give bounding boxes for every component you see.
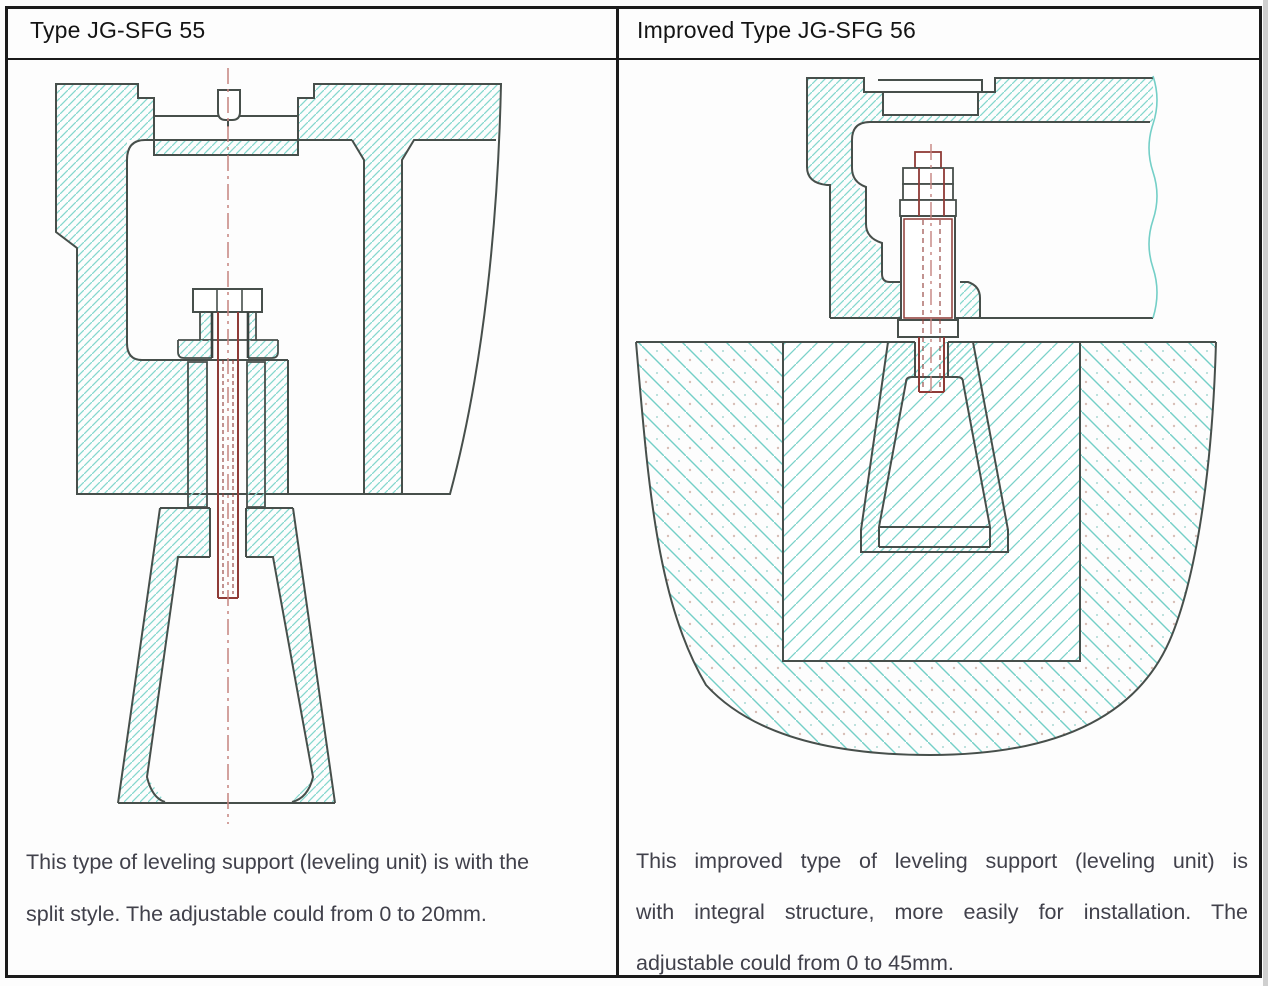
cad-section-55	[55, 68, 503, 824]
drawing-split-type	[4, 58, 614, 833]
description-type-56: This improved type of leveling support (…	[636, 836, 1248, 986]
machine-base-improved	[806, 75, 1158, 319]
threaded-stud	[217, 312, 239, 599]
drawing-integral-type	[620, 60, 1260, 835]
stud-top	[914, 151, 942, 169]
description-line: split style. The adjustable could from 0…	[26, 902, 487, 926]
base-outline-improved	[806, 77, 1153, 319]
adjusting-bolt-assembly	[177, 288, 279, 599]
description-line: This type of leveling support (leveling …	[26, 850, 530, 874]
header-row-divider	[5, 58, 1259, 60]
foot-outline	[117, 507, 336, 804]
header-type-55: Type JG-SFG 55	[30, 17, 206, 43]
column-divider	[616, 6, 619, 978]
scan-edge	[1263, 0, 1268, 986]
table-border	[5, 6, 1262, 978]
top-plug	[217, 89, 241, 127]
cad-section-56	[635, 75, 1217, 757]
washer	[899, 199, 957, 217]
leveling-foot	[117, 507, 336, 804]
base-outline	[55, 83, 503, 495]
description-line: with integral structure, more easily for…	[636, 900, 1248, 924]
sleeve-flange	[897, 319, 959, 338]
lock-nut-upper	[902, 167, 954, 185]
sleeve	[900, 215, 956, 321]
description-type-55: This type of leveling support (leveling …	[26, 836, 604, 940]
grout-pocket	[782, 342, 1081, 662]
description-line: This improved type of leveling support (…	[636, 849, 1248, 873]
bolt-red-lines	[903, 168, 953, 393]
machine-base	[55, 83, 503, 495]
anchor-socket	[860, 341, 1009, 553]
header-type-56: Improved Type JG-SFG 56	[637, 17, 917, 43]
break-line	[1148, 75, 1158, 319]
description-line: adjustable could from 0 to 45mm.	[636, 951, 954, 975]
split-bushing	[177, 311, 279, 508]
socket-outline	[860, 341, 1009, 553]
lock-nut-lower	[902, 183, 954, 201]
anchor-bolt-assembly	[897, 144, 959, 398]
